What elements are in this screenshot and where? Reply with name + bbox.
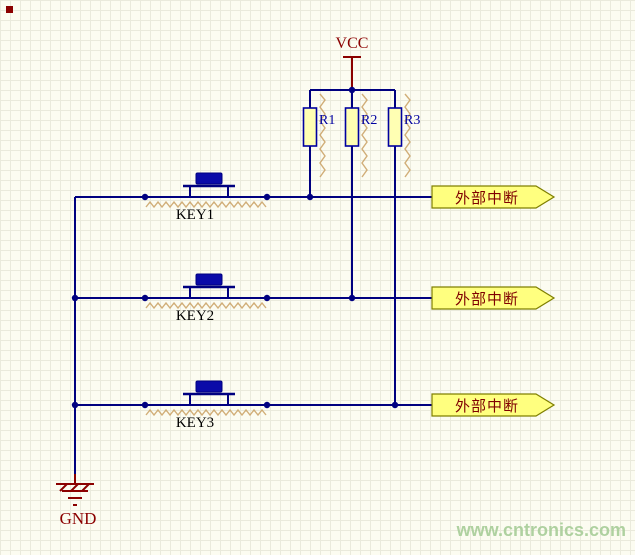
- port-label: 外部中断: [455, 398, 519, 415]
- port-banner-icon: [431, 286, 556, 310]
- power-vcc: VCC: [336, 35, 369, 90]
- resistor-body: [344, 107, 360, 147]
- gnd-bars-icon: [56, 483, 94, 506]
- junction-dot: [263, 193, 271, 201]
- junction-dot: [71, 294, 79, 302]
- switch-pins: [189, 186, 229, 197]
- switch-key3: KEY3: [145, 380, 267, 431]
- hatch-mark: [145, 408, 267, 417]
- port-external-interrupt-3: 外部中断: [431, 393, 556, 417]
- vcc-label: VCC: [336, 35, 369, 52]
- hatch-mark: [361, 93, 368, 178]
- resistor-r2: R2: [344, 93, 377, 178]
- key-label: KEY3: [176, 415, 214, 431]
- hatch-mark: [145, 200, 267, 209]
- switch-pins: [189, 287, 229, 298]
- resistor-body: [387, 107, 403, 147]
- switch-cap-icon: [195, 273, 223, 286]
- switch-key1: KEY1: [145, 172, 267, 223]
- switch-cap-icon: [195, 172, 223, 185]
- port-external-interrupt-2: 外部中断: [431, 286, 556, 310]
- origin-marker: [6, 6, 13, 13]
- vcc-bar-icon: [343, 56, 361, 90]
- switch-cap-icon: [195, 380, 223, 393]
- resistor-r1: R1: [302, 93, 335, 178]
- watermark-text: www.cntronics.com: [456, 520, 626, 540]
- hatch-mark: [145, 301, 267, 310]
- port-banner-icon: [431, 185, 556, 209]
- resistor-designator: R2: [361, 113, 377, 128]
- junction-dot: [306, 193, 314, 201]
- port-label: 外部中断: [455, 291, 519, 308]
- power-gnd: GND: [56, 474, 96, 528]
- resistor-body: [302, 107, 318, 147]
- junctions: [71, 86, 399, 409]
- port-banner-icon: [431, 393, 556, 417]
- junction-dot: [141, 294, 149, 302]
- junction-dot: [348, 86, 356, 94]
- port-external-interrupt-1: 外部中断: [431, 185, 556, 209]
- gnd-hatch-icon: [59, 483, 90, 492]
- junction-dot: [141, 193, 149, 201]
- junction-dot: [263, 294, 271, 302]
- gnd-label: GND: [60, 509, 97, 528]
- junction-dot: [348, 294, 356, 302]
- key-label: KEY2: [176, 308, 214, 324]
- junction-dot: [71, 401, 79, 409]
- hatch-mark: [404, 93, 411, 178]
- resistor-designator: R3: [404, 113, 420, 128]
- resistor-r3: R3: [387, 93, 420, 178]
- switch-pins: [189, 394, 229, 405]
- junction-dot: [263, 401, 271, 409]
- junction-dot: [141, 401, 149, 409]
- wires: [74, 89, 432, 474]
- resistor-designator: R1: [319, 113, 335, 128]
- key-label: KEY1: [176, 207, 214, 223]
- junction-dot: [391, 401, 399, 409]
- switch-key2: KEY2: [145, 273, 267, 324]
- port-label: 外部中断: [455, 190, 519, 207]
- hatch-mark: [319, 93, 326, 178]
